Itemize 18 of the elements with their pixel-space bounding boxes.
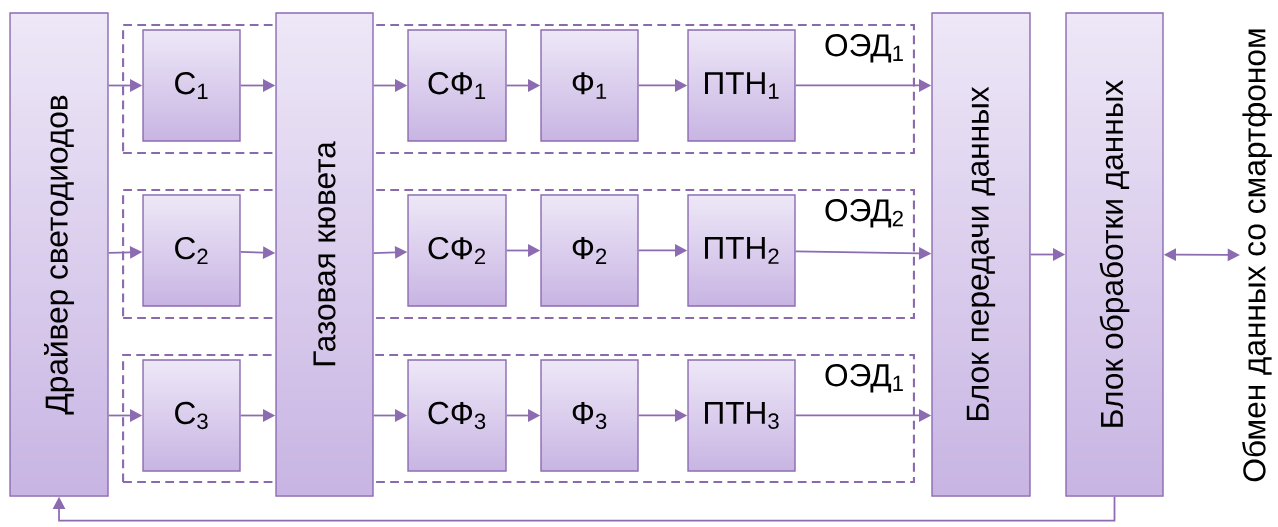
process-box: Ф$_{3}$	[540, 359, 639, 472]
process-box: Блок передачи данных	[931, 12, 1031, 497]
side-text: Обмен данных со смартфоном	[1242, 29, 1272, 482]
process-box: СФ$_{1}$	[407, 29, 507, 142]
process-box: С$_{3}$	[142, 359, 241, 472]
process-box: СФ$_{3}$	[407, 359, 507, 472]
process-box: Газовая кювета	[275, 12, 374, 497]
process-box: Драйвер светодиодов	[9, 12, 109, 497]
process-box: ПТН$_{3}$	[687, 359, 796, 472]
process-box: Ф$_{1}$	[540, 29, 639, 142]
process-box: С$_{2}$	[142, 194, 241, 307]
arrow	[52, 495, 1116, 522]
process-box: ПТН$_{2}$	[687, 194, 796, 307]
process-box: Ф$_{2}$	[540, 194, 639, 307]
process-box: ПТН$_{1}$	[687, 29, 796, 142]
process-box: Блок обработки данных	[1065, 12, 1164, 497]
process-box: СФ$_{2}$	[407, 194, 507, 307]
process-box: С$_{1}$	[142, 29, 241, 142]
